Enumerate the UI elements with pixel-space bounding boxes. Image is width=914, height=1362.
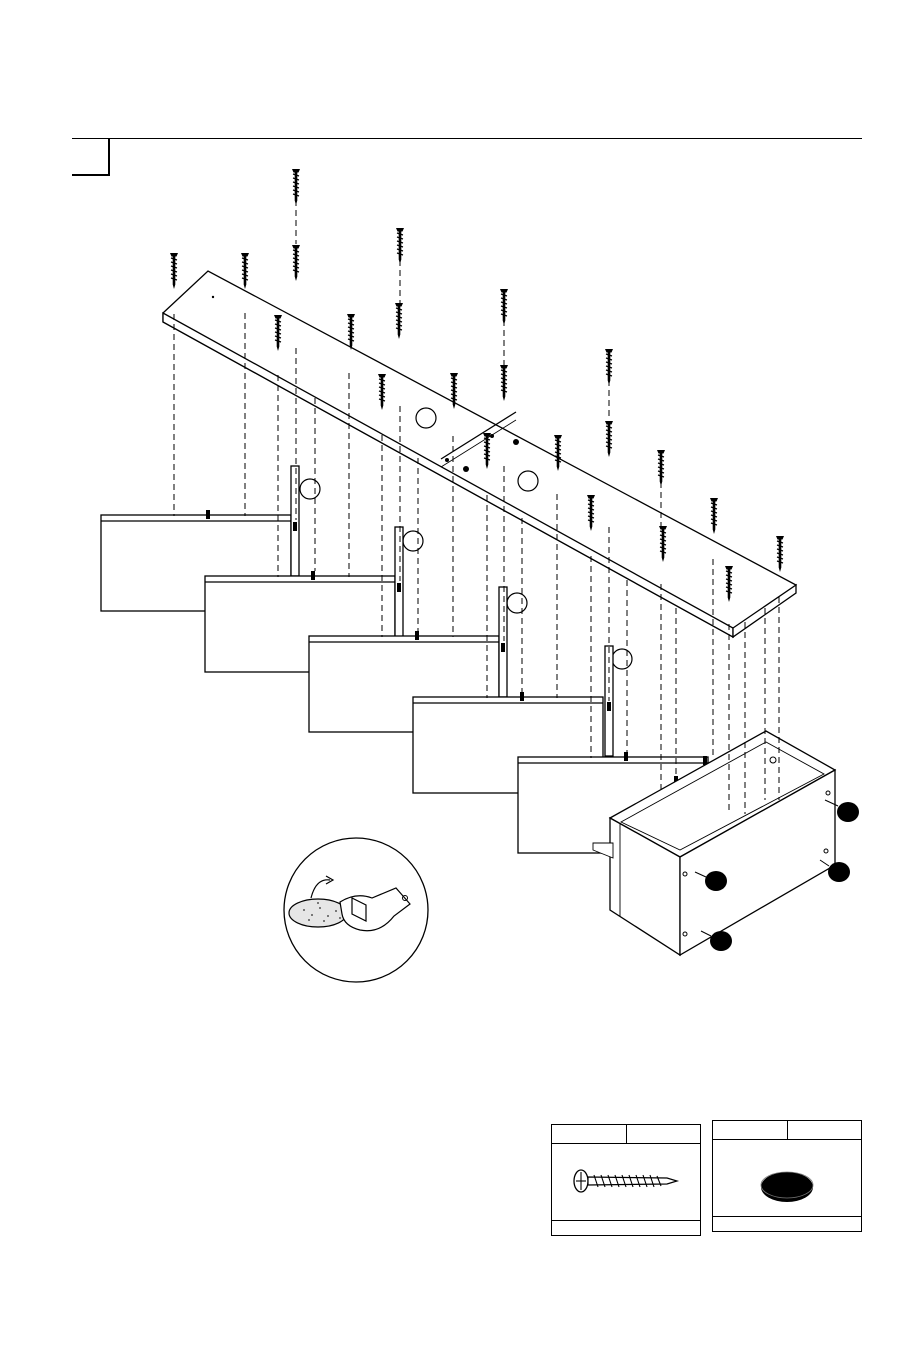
screw-icon bbox=[572, 1167, 682, 1197]
parts-card-felt-pad bbox=[712, 1120, 862, 1232]
part-code bbox=[713, 1121, 788, 1139]
parts-card-header bbox=[713, 1121, 861, 1140]
part-size bbox=[713, 1216, 861, 1231]
parts-card-screw bbox=[551, 1124, 701, 1236]
peel-felt-pad-icon bbox=[284, 838, 428, 982]
parts-card-header bbox=[552, 1125, 700, 1144]
felt-pad-icon bbox=[757, 1169, 817, 1205]
part-size bbox=[552, 1220, 700, 1235]
part-qty bbox=[627, 1125, 701, 1143]
part-qty bbox=[788, 1121, 862, 1139]
part-code bbox=[552, 1125, 627, 1143]
